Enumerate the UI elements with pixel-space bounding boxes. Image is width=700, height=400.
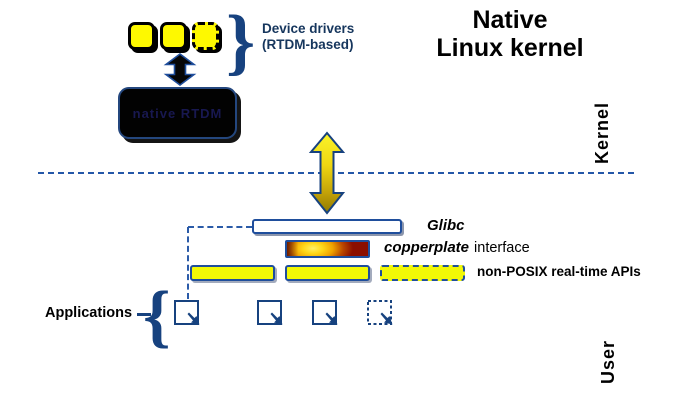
glibc-app-connector-vertical bbox=[187, 227, 189, 299]
device-drivers-line-2: (RTDM-based) bbox=[262, 36, 354, 52]
api-bar bbox=[190, 265, 275, 281]
copperplate-word: copperplate bbox=[384, 239, 470, 256]
application-document-icon bbox=[174, 300, 200, 325]
copperplate-bar bbox=[285, 240, 370, 258]
kernel-core-box: native RTDM bbox=[118, 87, 237, 139]
driver-module-icon bbox=[160, 22, 187, 50]
kernel-zone-label: Kernel bbox=[592, 101, 612, 164]
application-document-icon bbox=[312, 300, 338, 325]
device-drivers-line-1: Device drivers bbox=[262, 21, 355, 36]
applications-label: Applications bbox=[45, 305, 133, 321]
syscall-double-arrow-icon bbox=[308, 131, 346, 215]
glibc-label: Glibc bbox=[427, 217, 465, 234]
driver-module-icon bbox=[128, 22, 155, 50]
glibc-app-connector-horizontal bbox=[188, 226, 252, 228]
drivers-core-double-arrow-icon bbox=[163, 53, 197, 86]
kernel-user-separator-line bbox=[38, 172, 634, 174]
application-document-icon bbox=[257, 300, 283, 325]
applications-brace: { bbox=[143, 278, 171, 355]
non-posix-apis-label: non-POSIX real-time APIs bbox=[477, 264, 641, 279]
title-line-2: Linux kernel bbox=[436, 34, 584, 62]
user-zone-label: User bbox=[598, 339, 618, 384]
api-bar bbox=[285, 265, 370, 281]
api-bar-dashed bbox=[380, 265, 465, 281]
kernel-core-box-label: native RTDM bbox=[132, 105, 223, 121]
interface-word: interface bbox=[474, 240, 530, 256]
device-drivers-label: Device drivers (RTDM-based) bbox=[262, 21, 354, 52]
applications-dash bbox=[137, 313, 151, 316]
title-line-1: Native bbox=[472, 6, 548, 34]
driver-module-dashed-icon bbox=[192, 22, 219, 50]
page-title: Native Linux kernel bbox=[410, 6, 610, 62]
glibc-bar bbox=[252, 219, 402, 234]
application-document-dashed-icon bbox=[367, 300, 393, 325]
device-drivers-brace: } bbox=[226, 1, 256, 83]
